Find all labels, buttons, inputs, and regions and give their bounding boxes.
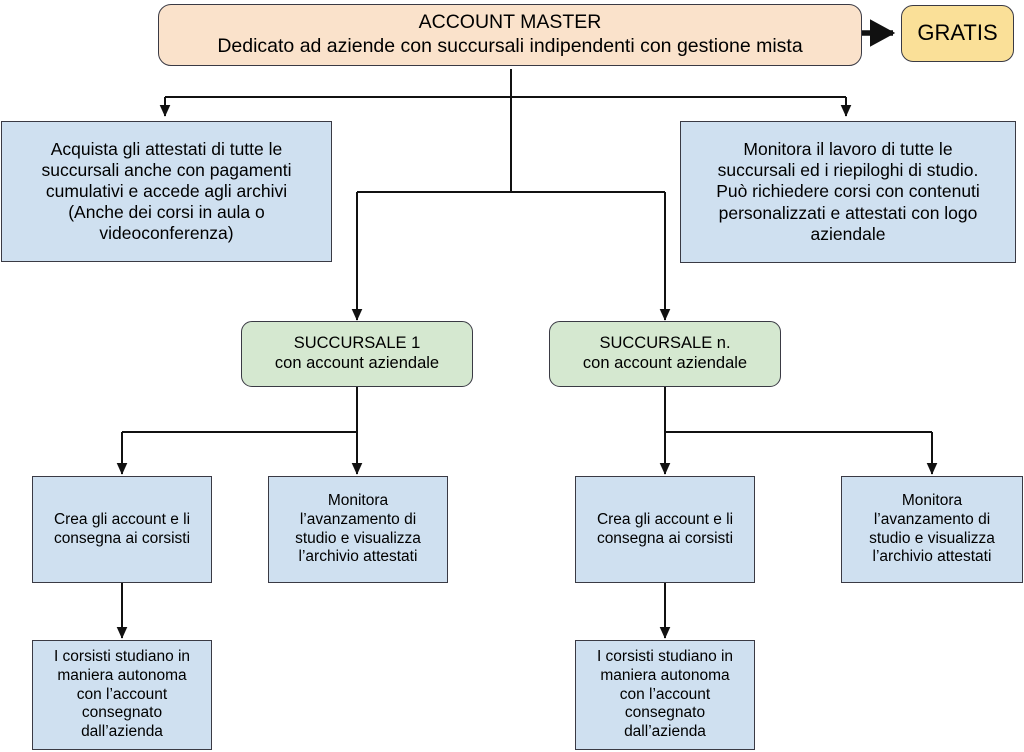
acquista-attestati-text: Acquista gli attestati di tutte le succu… [41,138,292,244]
master-title: ACCOUNT MASTER [418,11,602,34]
edge-master-to-level1 [159,96,852,117]
bn-crea-account-text: Crea gli account e li consegna ai corsis… [596,510,734,547]
bn-corsisti-studiano-text: I corsisti studiano in maniera autonoma … [596,648,734,741]
b1-corsisti-studiano-text: I corsisti studiano in maniera autonoma … [53,648,191,741]
node-monitora-lavoro[interactable]: Monitora il lavoro di tutte le succursal… [680,121,1016,263]
node-b1-monitora-avanzamento[interactable]: Monitora l’avanzamento di studio e visua… [268,476,448,583]
node-bn-corsisti-studiano[interactable]: I corsisti studiano in maniera autonoma … [575,640,755,750]
node-bn-crea-account[interactable]: Crea gli account e li consegna ai corsis… [575,476,755,583]
node-succursale-1[interactable]: SUCCURSALE 1 con account aziendale [241,321,473,387]
node-acquista-attestati[interactable]: Acquista gli attestati di tutte le succu… [1,121,332,262]
edge-master-to-branches [351,191,671,321]
node-succursale-n[interactable]: SUCCURSALE n. con account aziendale [549,321,781,387]
succursale-n-subtitle: con account aziendale [582,354,748,372]
gratis-label: GRATIS [917,20,998,46]
succursale-n-title: SUCCURSALE n. [599,334,731,353]
bn-monitora-avanzamento-text: Monitora l’avanzamento di studio e visua… [869,492,995,566]
edge-branchn-distribution [659,387,938,475]
node-b1-crea-account[interactable]: Crea gli account e li consegna ai corsis… [32,476,212,583]
node-account-master[interactable]: ACCOUNT MASTER Dedicato ad aziende con s… [158,4,862,66]
b1-crea-account-text: Crea gli account e li consegna ai corsis… [53,510,191,547]
succursale-1-subtitle: con account aziendale [274,354,440,372]
monitora-lavoro-text: Monitora il lavoro di tutte le succursal… [716,139,980,244]
node-gratis-badge[interactable]: GRATIS [901,5,1014,62]
node-b1-corsisti-studiano[interactable]: I corsisti studiano in maniera autonoma … [32,640,212,750]
master-subtitle: Dedicato ad aziende con succursali indip… [217,35,803,57]
succursale-1-title: SUCCURSALE 1 [293,334,421,353]
node-bn-monitora-avanzamento[interactable]: Monitora l’avanzamento di studio e visua… [841,476,1023,583]
b1-monitora-avanzamento-text: Monitora l’avanzamento di studio e visua… [295,492,421,566]
edge-branch1-distribution [116,387,363,475]
